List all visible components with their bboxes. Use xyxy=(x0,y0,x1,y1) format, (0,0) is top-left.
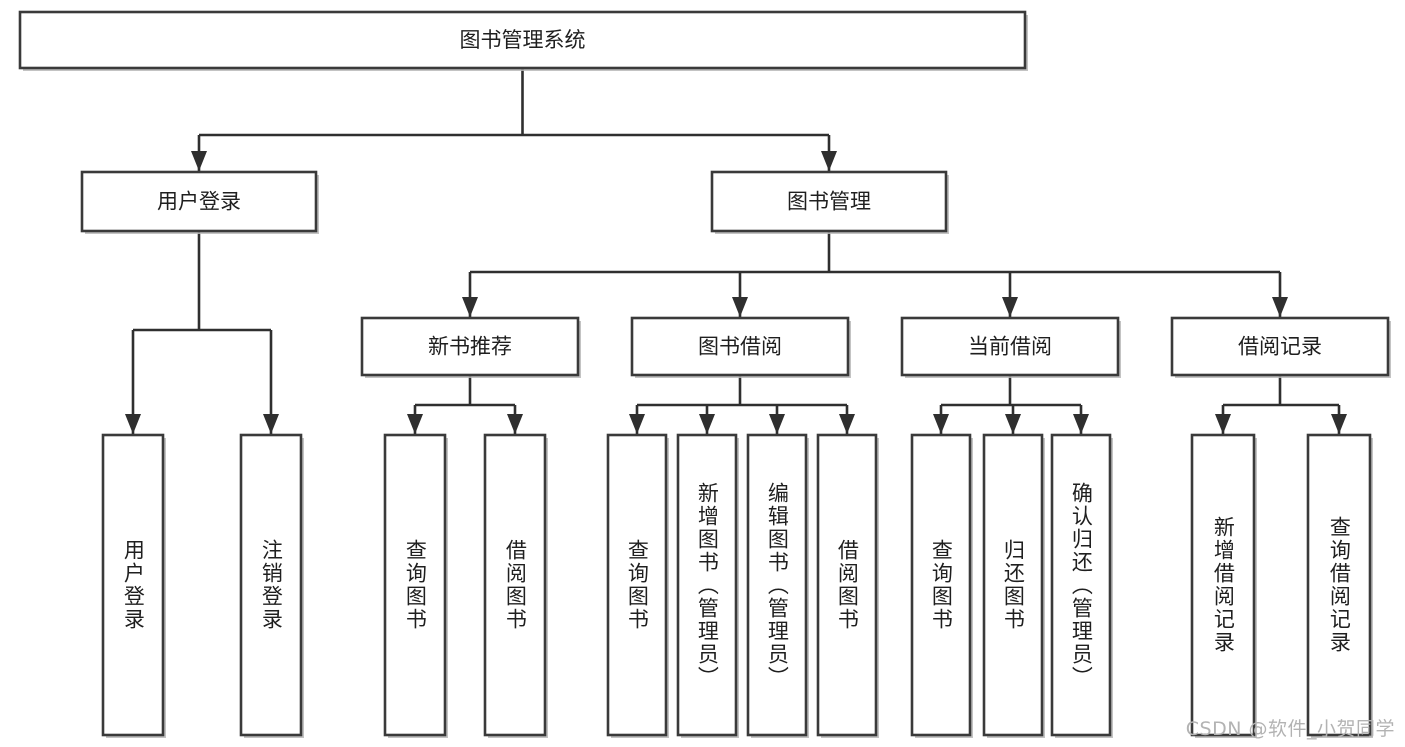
node-leaf-12[interactable] xyxy=(1306,433,1372,737)
root-drop-0-arrowhead xyxy=(191,151,207,171)
node-level2-0[interactable] xyxy=(80,170,318,233)
g-新书推荐-drop-1-arrowhead xyxy=(507,414,523,434)
node-level3-3[interactable] xyxy=(1170,316,1390,377)
g-当前借阅-drop-1-arrowhead xyxy=(1005,414,1021,434)
node-leaf-4[interactable] xyxy=(606,433,668,737)
node-leaf-0[interactable] xyxy=(101,433,165,737)
node-level3-2-label: 当前借阅 xyxy=(968,335,1052,359)
node-leaf-5[interactable] xyxy=(676,433,738,737)
g-图书借阅-drop-2-arrowhead xyxy=(769,414,785,434)
book-mgmt-drop-1-arrowhead xyxy=(732,297,748,317)
book-mgmt-drop-3-arrowhead xyxy=(1272,297,1288,317)
node-level3-2[interactable] xyxy=(900,316,1120,377)
node-level2-1[interactable] xyxy=(710,170,948,233)
g-图书借阅-drop-3-arrowhead xyxy=(839,414,855,434)
connector-layer xyxy=(125,68,1347,434)
node-level3-1-label: 图书借阅 xyxy=(698,335,782,359)
g-借阅记录-drop-0-arrowhead xyxy=(1215,414,1231,434)
g-当前借阅-drop-0-arrowhead xyxy=(933,414,949,434)
node-level3-0-label: 新书推荐 xyxy=(428,335,512,359)
node-leaf-7[interactable] xyxy=(816,433,878,737)
node-level3-1[interactable] xyxy=(630,316,850,377)
node-root[interactable] xyxy=(18,10,1027,70)
book-mgmt-drop-0-arrowhead xyxy=(462,297,478,317)
node-level3-0[interactable] xyxy=(360,316,580,377)
book-mgmt-drop-2-arrowhead xyxy=(1002,297,1018,317)
node-leaf-2[interactable] xyxy=(383,433,447,737)
node-leaf-3[interactable] xyxy=(483,433,547,737)
node-leaf-11[interactable] xyxy=(1190,433,1256,737)
root-drop-1-arrowhead xyxy=(821,151,837,171)
watermark-text: CSDN @软件_小贺同学 xyxy=(1185,718,1395,740)
g-图书借阅-drop-0-arrowhead xyxy=(629,414,645,434)
node-leaf-1[interactable] xyxy=(239,433,303,737)
node-root-label: 图书管理系统 xyxy=(460,28,586,52)
node-leaf-8[interactable] xyxy=(910,433,972,737)
g-当前借阅-drop-2-arrowhead xyxy=(1073,414,1089,434)
user-login-drop-1-arrowhead xyxy=(263,414,279,434)
node-level2-1-label: 图书管理 xyxy=(787,190,871,214)
g-图书借阅-drop-1-arrowhead xyxy=(699,414,715,434)
node-level3-3-label: 借阅记录 xyxy=(1238,335,1322,359)
node-level2-0-label: 用户登录 xyxy=(157,190,241,214)
node-leaf-10[interactable] xyxy=(1050,433,1112,737)
node-leaf-9[interactable] xyxy=(982,433,1044,737)
g-新书推荐-drop-0-arrowhead xyxy=(407,414,423,434)
user-login-drop-0-arrowhead xyxy=(125,414,141,434)
node-box-layer xyxy=(18,10,1391,738)
g-借阅记录-drop-1-arrowhead xyxy=(1331,414,1347,434)
node-leaf-6[interactable] xyxy=(746,433,808,737)
